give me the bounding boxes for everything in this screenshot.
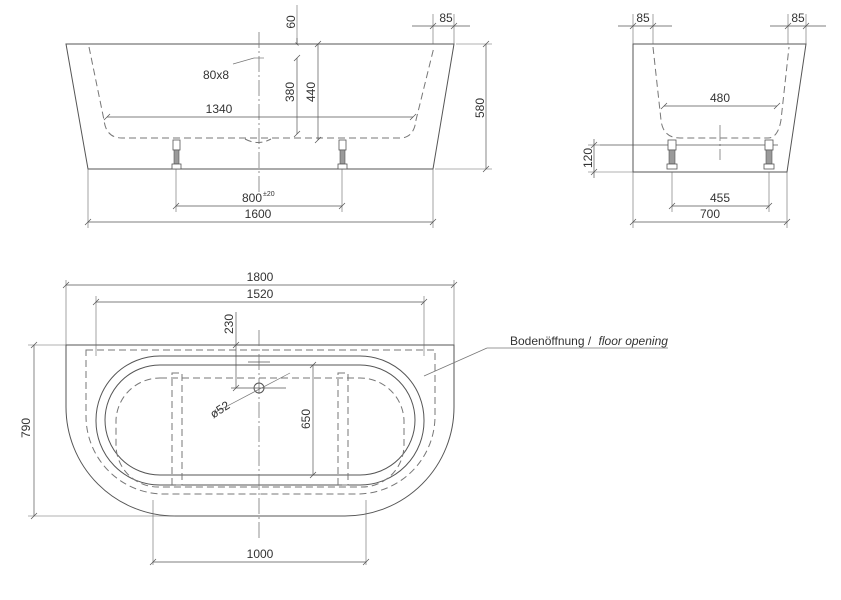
front-foot-left — [171, 139, 182, 170]
top-rim-hidden — [85, 349, 436, 495]
front-dim-height: 580 — [473, 98, 487, 118]
top-dim-drain-diameter: ø52 — [207, 398, 232, 421]
side-basin-hidden — [652, 46, 790, 139]
front-tub-outline — [65, 43, 455, 170]
side-tub-outline — [632, 43, 807, 173]
floor-opening-label: Bodenöffnung / floor opening — [510, 334, 668, 348]
side-dim-feet-spacing: 455 — [710, 191, 730, 205]
top-dim-inner-length: 1520 — [247, 287, 274, 301]
top-dim-inner-width: 650 — [299, 409, 313, 429]
side-view: 85 85 480 120 455 700 — [581, 11, 826, 228]
front-foot-right — [337, 139, 348, 170]
front-dim-rim-height: 60 — [284, 15, 298, 29]
top-floor-opening — [115, 377, 405, 488]
side-dim-base-width: 700 — [700, 207, 720, 221]
side-foot-left — [666, 139, 678, 170]
side-foot-right — [763, 139, 775, 170]
top-tub-outline — [65, 344, 455, 517]
front-dim-drain-size: 80x8 — [203, 68, 229, 82]
top-dim-length: 1800 — [247, 270, 274, 284]
side-dim-feet-height: 120 — [581, 148, 595, 168]
front-dim-feet-spacing: 800 — [242, 191, 262, 205]
side-dim-left-offset: 85 — [636, 11, 650, 25]
top-foot-rail-left — [171, 372, 183, 486]
front-dim-wall-offset: 85 — [439, 11, 453, 25]
top-basin-outline — [104, 364, 416, 476]
floor-opening-label-de: Bodenöffnung / — [510, 334, 592, 348]
front-dim-drain-depth: 380 — [283, 82, 297, 102]
front-drain-hidden — [244, 138, 272, 143]
front-dim-feet-tolerance: ±20 — [263, 191, 275, 198]
side-dim-inner-width: 480 — [710, 91, 730, 105]
front-basin-hidden — [88, 46, 435, 139]
floor-opening-label-en: floor opening — [599, 334, 669, 348]
top-rim-solid — [95, 355, 425, 486]
top-foot-rail-right — [337, 372, 349, 486]
front-dim-total-depth: 440 — [304, 82, 318, 102]
front-dim-base-length: 1600 — [245, 207, 272, 221]
top-dim-width: 790 — [19, 418, 33, 438]
top-view: 1800 1520 230 ø52 650 790 1000 — [19, 270, 668, 566]
top-dim-front-straight: 1000 — [247, 547, 274, 561]
top-dim-drain-offset: 230 — [222, 314, 236, 334]
front-dim-inner-length: 1340 — [206, 102, 233, 116]
front-view: 60 85 80x8 1340 380 440 580 — [65, 5, 492, 228]
side-dim-right-offset: 85 — [791, 11, 805, 25]
